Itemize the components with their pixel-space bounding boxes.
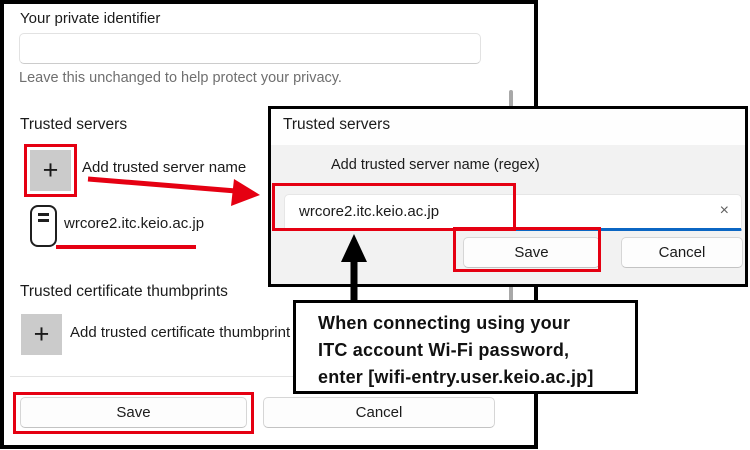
plus-icon: + (33, 319, 50, 349)
red-highlight-add-server (24, 144, 77, 197)
red-underline-annotation (56, 245, 196, 249)
instruction-line: When connecting using your (318, 313, 571, 333)
instruction-note: When connecting using your ITC account W… (293, 300, 638, 394)
plus-icon: + (42, 155, 59, 185)
trusted-server-entry[interactable]: wrcore2.itc.keio.ac.jp (64, 215, 205, 232)
dialog-title: Trusted servers (283, 116, 391, 133)
red-highlight-dialog-save (453, 227, 601, 272)
private-identifier-label: Your private identifier (20, 10, 161, 27)
dialog-cancel-button[interactable]: Cancel (621, 237, 743, 268)
server-icon (30, 205, 57, 247)
red-arrow-annotation (87, 176, 260, 206)
red-highlight-main-save (13, 392, 254, 434)
footer-divider (10, 376, 525, 377)
trusted-servers-heading: Trusted servers (20, 116, 128, 133)
trusted-thumbprints-heading: Trusted certificate thumbprints (20, 283, 228, 300)
server-name-field-label: Add trusted server name (regex) (331, 157, 540, 173)
add-trusted-server-button[interactable]: + (30, 150, 71, 191)
main-cancel-button[interactable]: Cancel (263, 397, 495, 428)
add-thumbprint-button[interactable]: + (21, 314, 62, 355)
instruction-line: ITC account Wi-Fi password, (318, 340, 570, 360)
add-thumbprint-label: Add trusted certificate thumbprint (70, 324, 291, 341)
black-arrow-annotation (341, 234, 367, 304)
instruction-line: enter [wifi-entry.user.keio.ac.jp] (318, 367, 594, 387)
server-name-input-value: wrcore2.itc.keio.ac.jp (299, 203, 440, 220)
add-trusted-server-label: Add trusted server name (82, 159, 247, 176)
privacy-hint-text: Leave this unchanged to help protect you… (19, 70, 342, 86)
main-save-button[interactable]: Save (20, 397, 247, 428)
red-highlight-server-input (272, 183, 516, 231)
clear-input-icon[interactable]: × (719, 202, 729, 219)
private-identifier-input[interactable] (19, 33, 481, 64)
